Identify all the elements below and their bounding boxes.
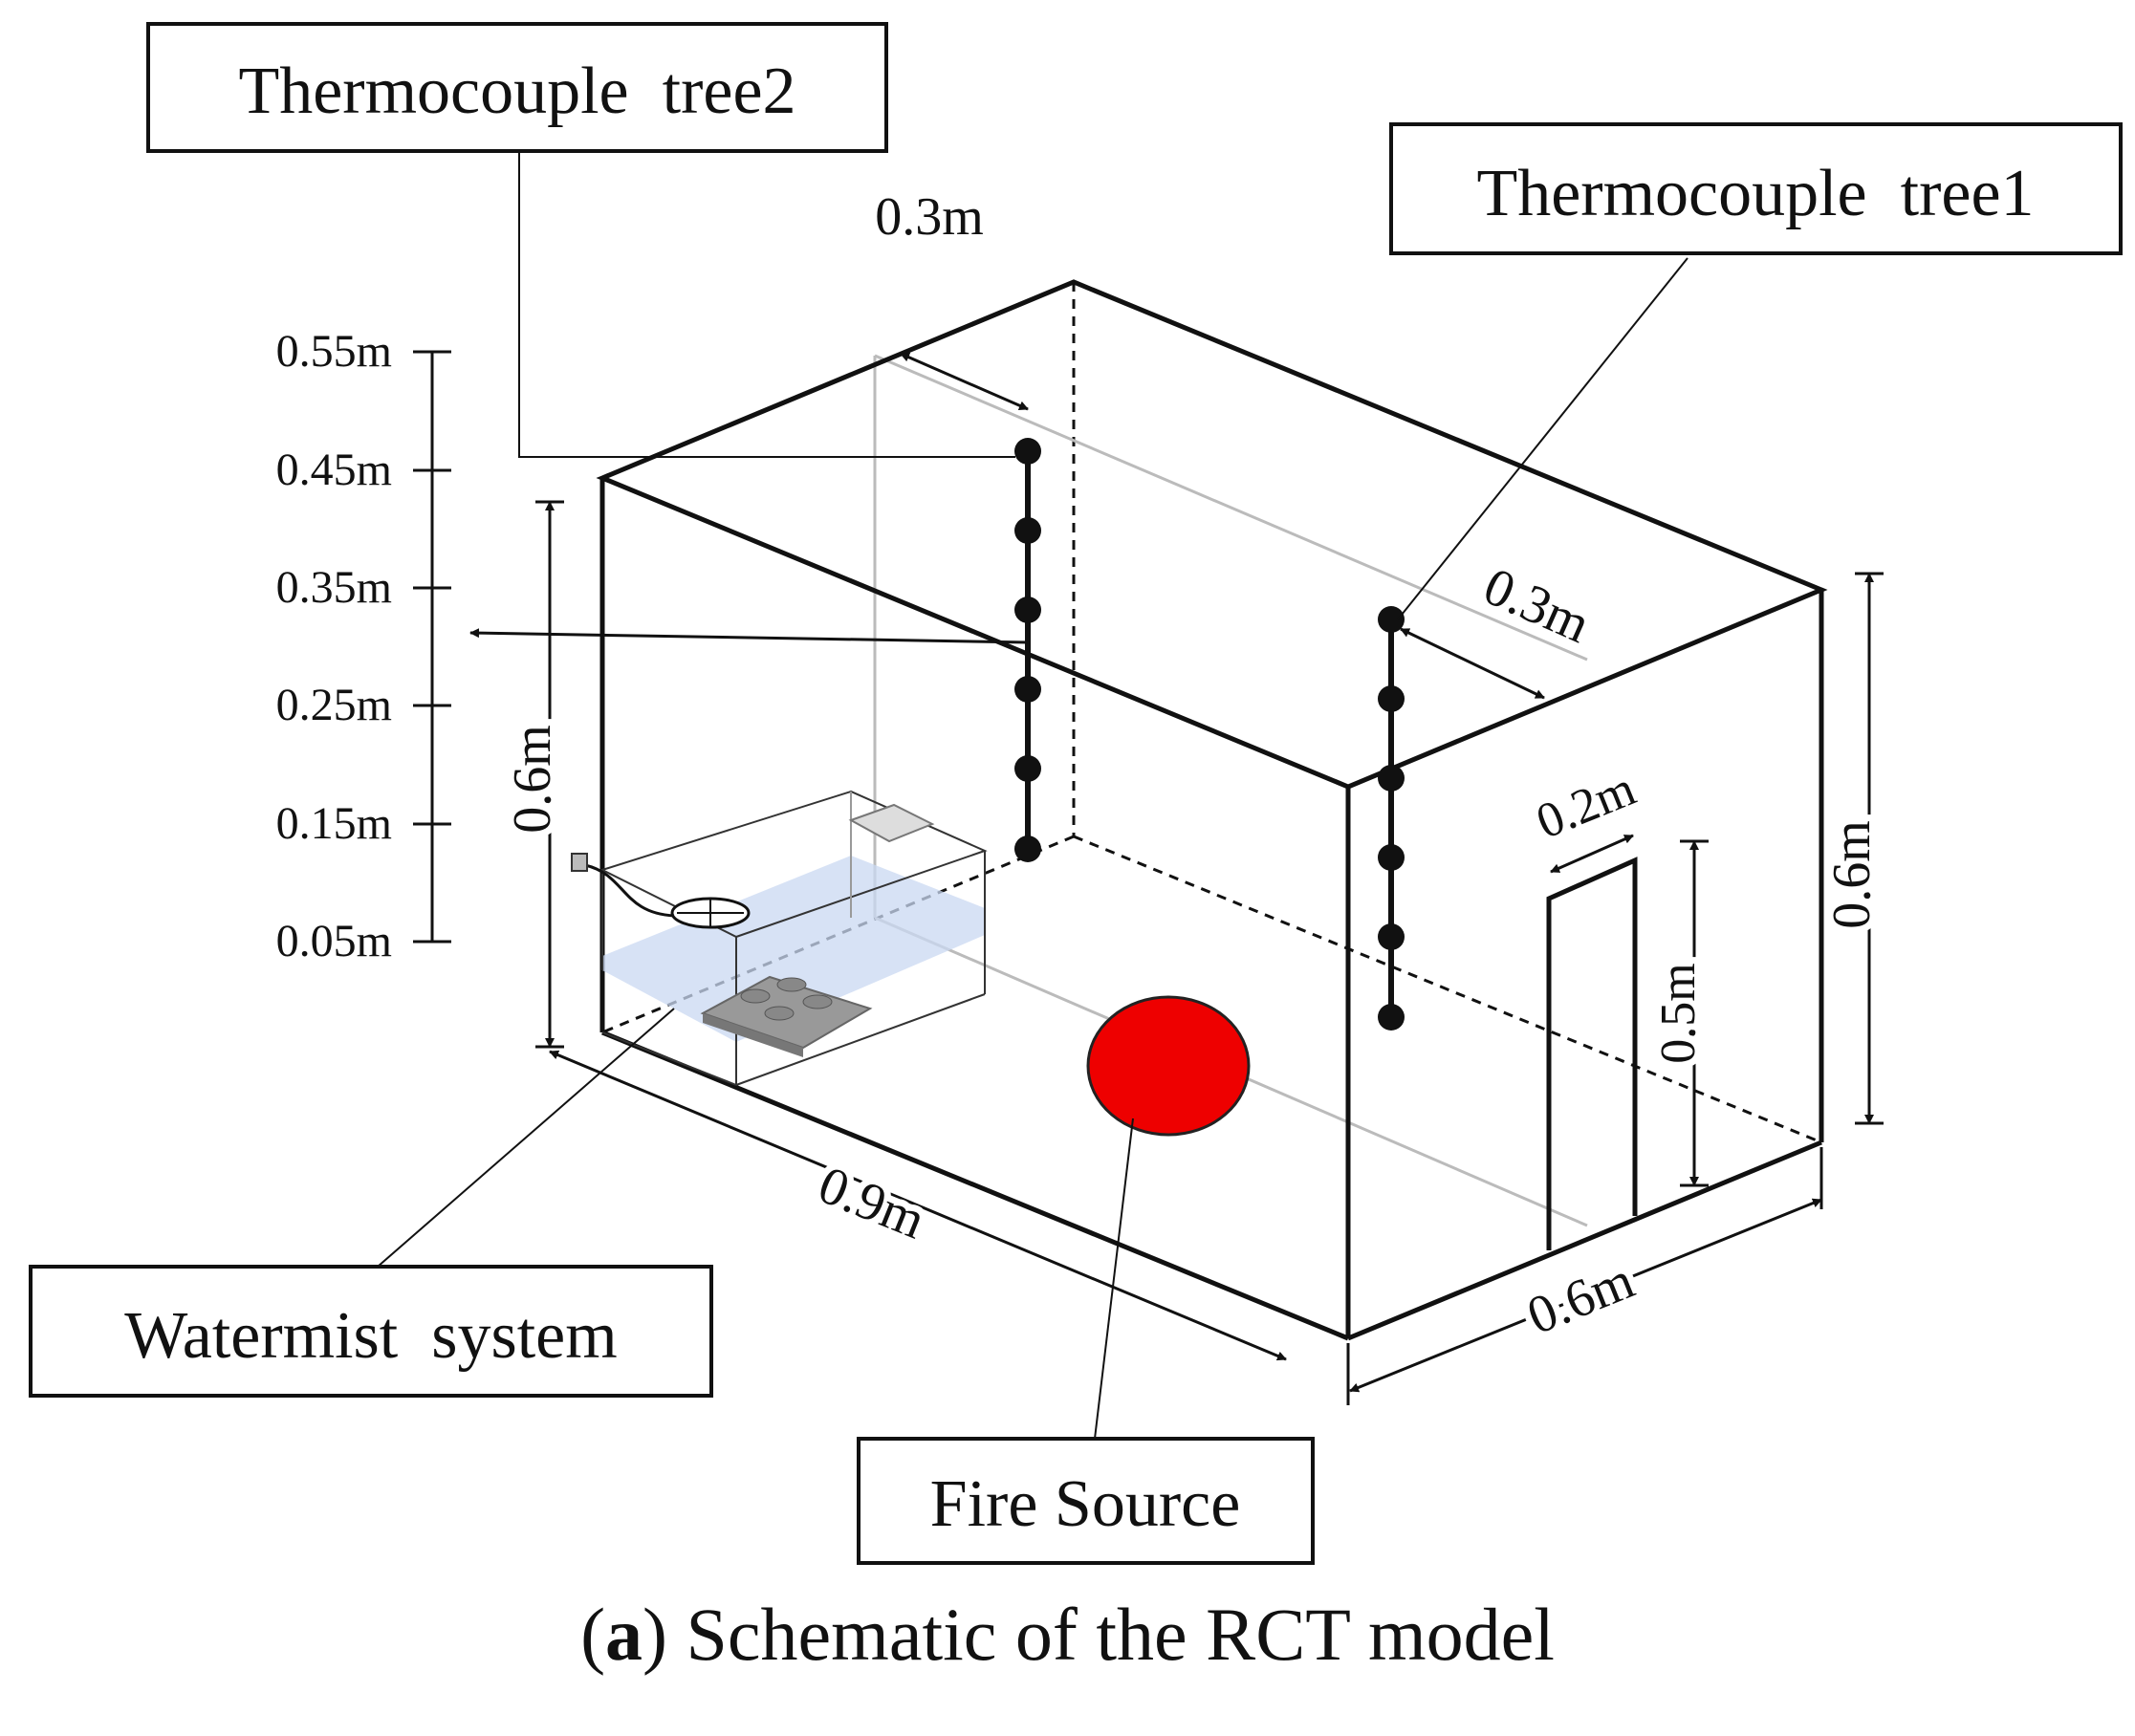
scale-tick-label: 0.55m xyxy=(276,326,392,377)
scale-tick-label: 0.45m xyxy=(276,445,392,495)
label-box-tc-tree2: Thermocouple tree2 xyxy=(146,22,888,153)
length-arrow xyxy=(549,1050,1287,1361)
caption-text: Schematic of the RCT model xyxy=(667,1593,1555,1676)
thermocouple-tree-2 xyxy=(1014,438,1041,862)
scale-tick-label: 0.35m xyxy=(276,562,392,613)
height-scale-labels: 0.55m 0.45m 0.35m 0.25m 0.15m 0.05m xyxy=(276,326,392,966)
watermist-leader xyxy=(377,1008,675,1268)
watermist-apparatus xyxy=(571,790,988,1086)
ceiling-centre-line xyxy=(874,354,1588,662)
top-left-offset-label: 0.3m xyxy=(875,187,984,247)
scale-tick-label: 0.15m xyxy=(276,798,392,849)
ceiling-outline xyxy=(596,279,1828,790)
scale-tick-label: 0.25m xyxy=(276,680,392,730)
fire-leader xyxy=(1094,1118,1134,1440)
tc-tree1-label: Thermocouple tree1 xyxy=(1476,157,2034,230)
top-right-offset-label: 0.3m xyxy=(1475,556,1599,655)
label-box-watermist: Watermist system xyxy=(29,1265,713,1398)
label-box-fire-source: Fire Source xyxy=(857,1437,1315,1565)
top-right-offset-arrow xyxy=(1400,627,1545,700)
door xyxy=(1546,857,1638,1250)
pump-icon xyxy=(571,853,588,872)
thermocouple-tree-1 xyxy=(1378,606,1405,1031)
dimension-lines xyxy=(535,352,1884,1405)
tree2-leader xyxy=(518,151,1015,458)
fire-source-disc xyxy=(1086,995,1251,1137)
door-height-label: 0.5m xyxy=(1651,963,1706,1063)
leader-lines xyxy=(377,151,1688,1440)
door-width-label: 0.2m xyxy=(1529,762,1643,850)
mist-panel xyxy=(848,803,935,843)
width-arrow xyxy=(1349,1198,1822,1393)
tc-tree2-label: Thermocouple tree2 xyxy=(238,54,795,128)
mist-plate xyxy=(700,975,873,1057)
caption-open: ( xyxy=(580,1593,606,1676)
caption-letter: a xyxy=(605,1593,643,1676)
nozzle-icon xyxy=(670,897,751,929)
left-height-label: 0.6m xyxy=(503,725,562,834)
height-scale xyxy=(413,350,451,944)
door-width-arrow xyxy=(1550,834,1634,874)
length-label: 0.9m xyxy=(810,1155,933,1250)
scale-tick-label: 0.05m xyxy=(276,916,392,966)
mist-volume xyxy=(602,856,985,1042)
caption-close: ) xyxy=(643,1593,668,1676)
tree2-to-scale-arrow xyxy=(469,628,1029,644)
supply-hose xyxy=(584,863,675,918)
width-label: 0.6m xyxy=(1519,1250,1643,1346)
watermist-label: Watermist system xyxy=(124,1299,617,1373)
top-left-offset-arrow xyxy=(900,352,1029,411)
fire-source-label: Fire Source xyxy=(930,1467,1241,1541)
right-height-label: 0.6m xyxy=(1822,820,1882,929)
tree1-leader xyxy=(1397,257,1688,620)
label-box-tc-tree1: Thermocouple tree1 xyxy=(1389,122,2123,255)
figure-caption: (a) Schematic of the RCT model xyxy=(0,1592,2135,1678)
